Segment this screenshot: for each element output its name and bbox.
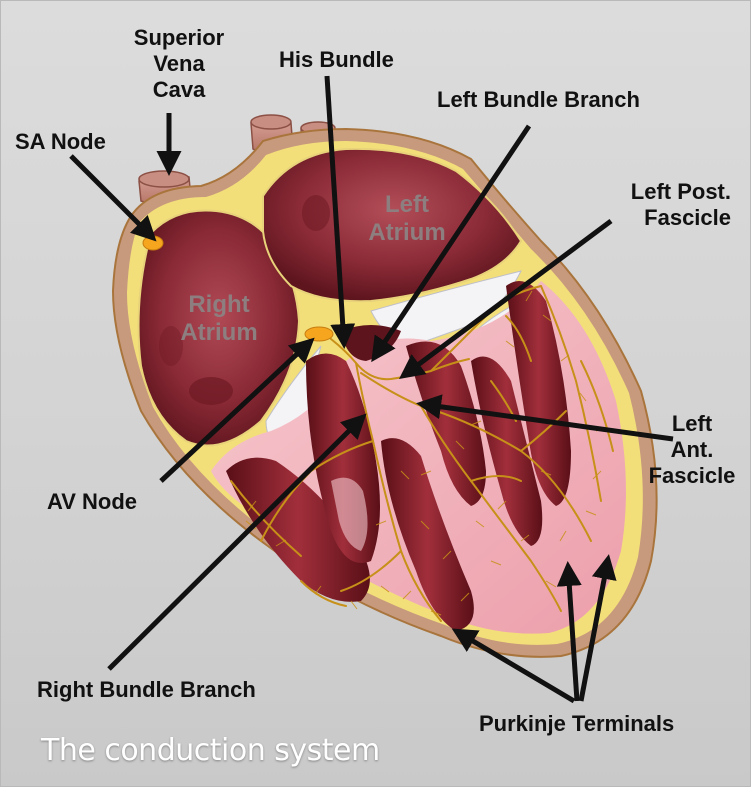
right-bundle-branch-label: Right Bundle Branch [37, 677, 256, 703]
superior-vena-cava-label: Superior Vena Cava [119, 25, 239, 103]
purkinje-terminals-label: Purkinje Terminals [479, 711, 674, 737]
his-bundle-label: His Bundle [279, 47, 394, 73]
left-ant-fascicle-label: Left Ant. Fascicle [637, 411, 747, 489]
right-atrium-label: Right Atrium [169, 291, 269, 347]
left-bundle-branch-label: Left Bundle Branch [437, 87, 640, 113]
av-node-label: AV Node [47, 489, 137, 515]
left-atrium-label: Left Atrium [357, 191, 457, 247]
left-post-fascicle-label: Left Post. Fascicle [581, 179, 731, 231]
sa-node-structure [143, 236, 163, 250]
sa-node-label: SA Node [15, 129, 106, 155]
av-node-structure [305, 327, 333, 341]
diagram-caption: The conduction system [41, 733, 380, 768]
